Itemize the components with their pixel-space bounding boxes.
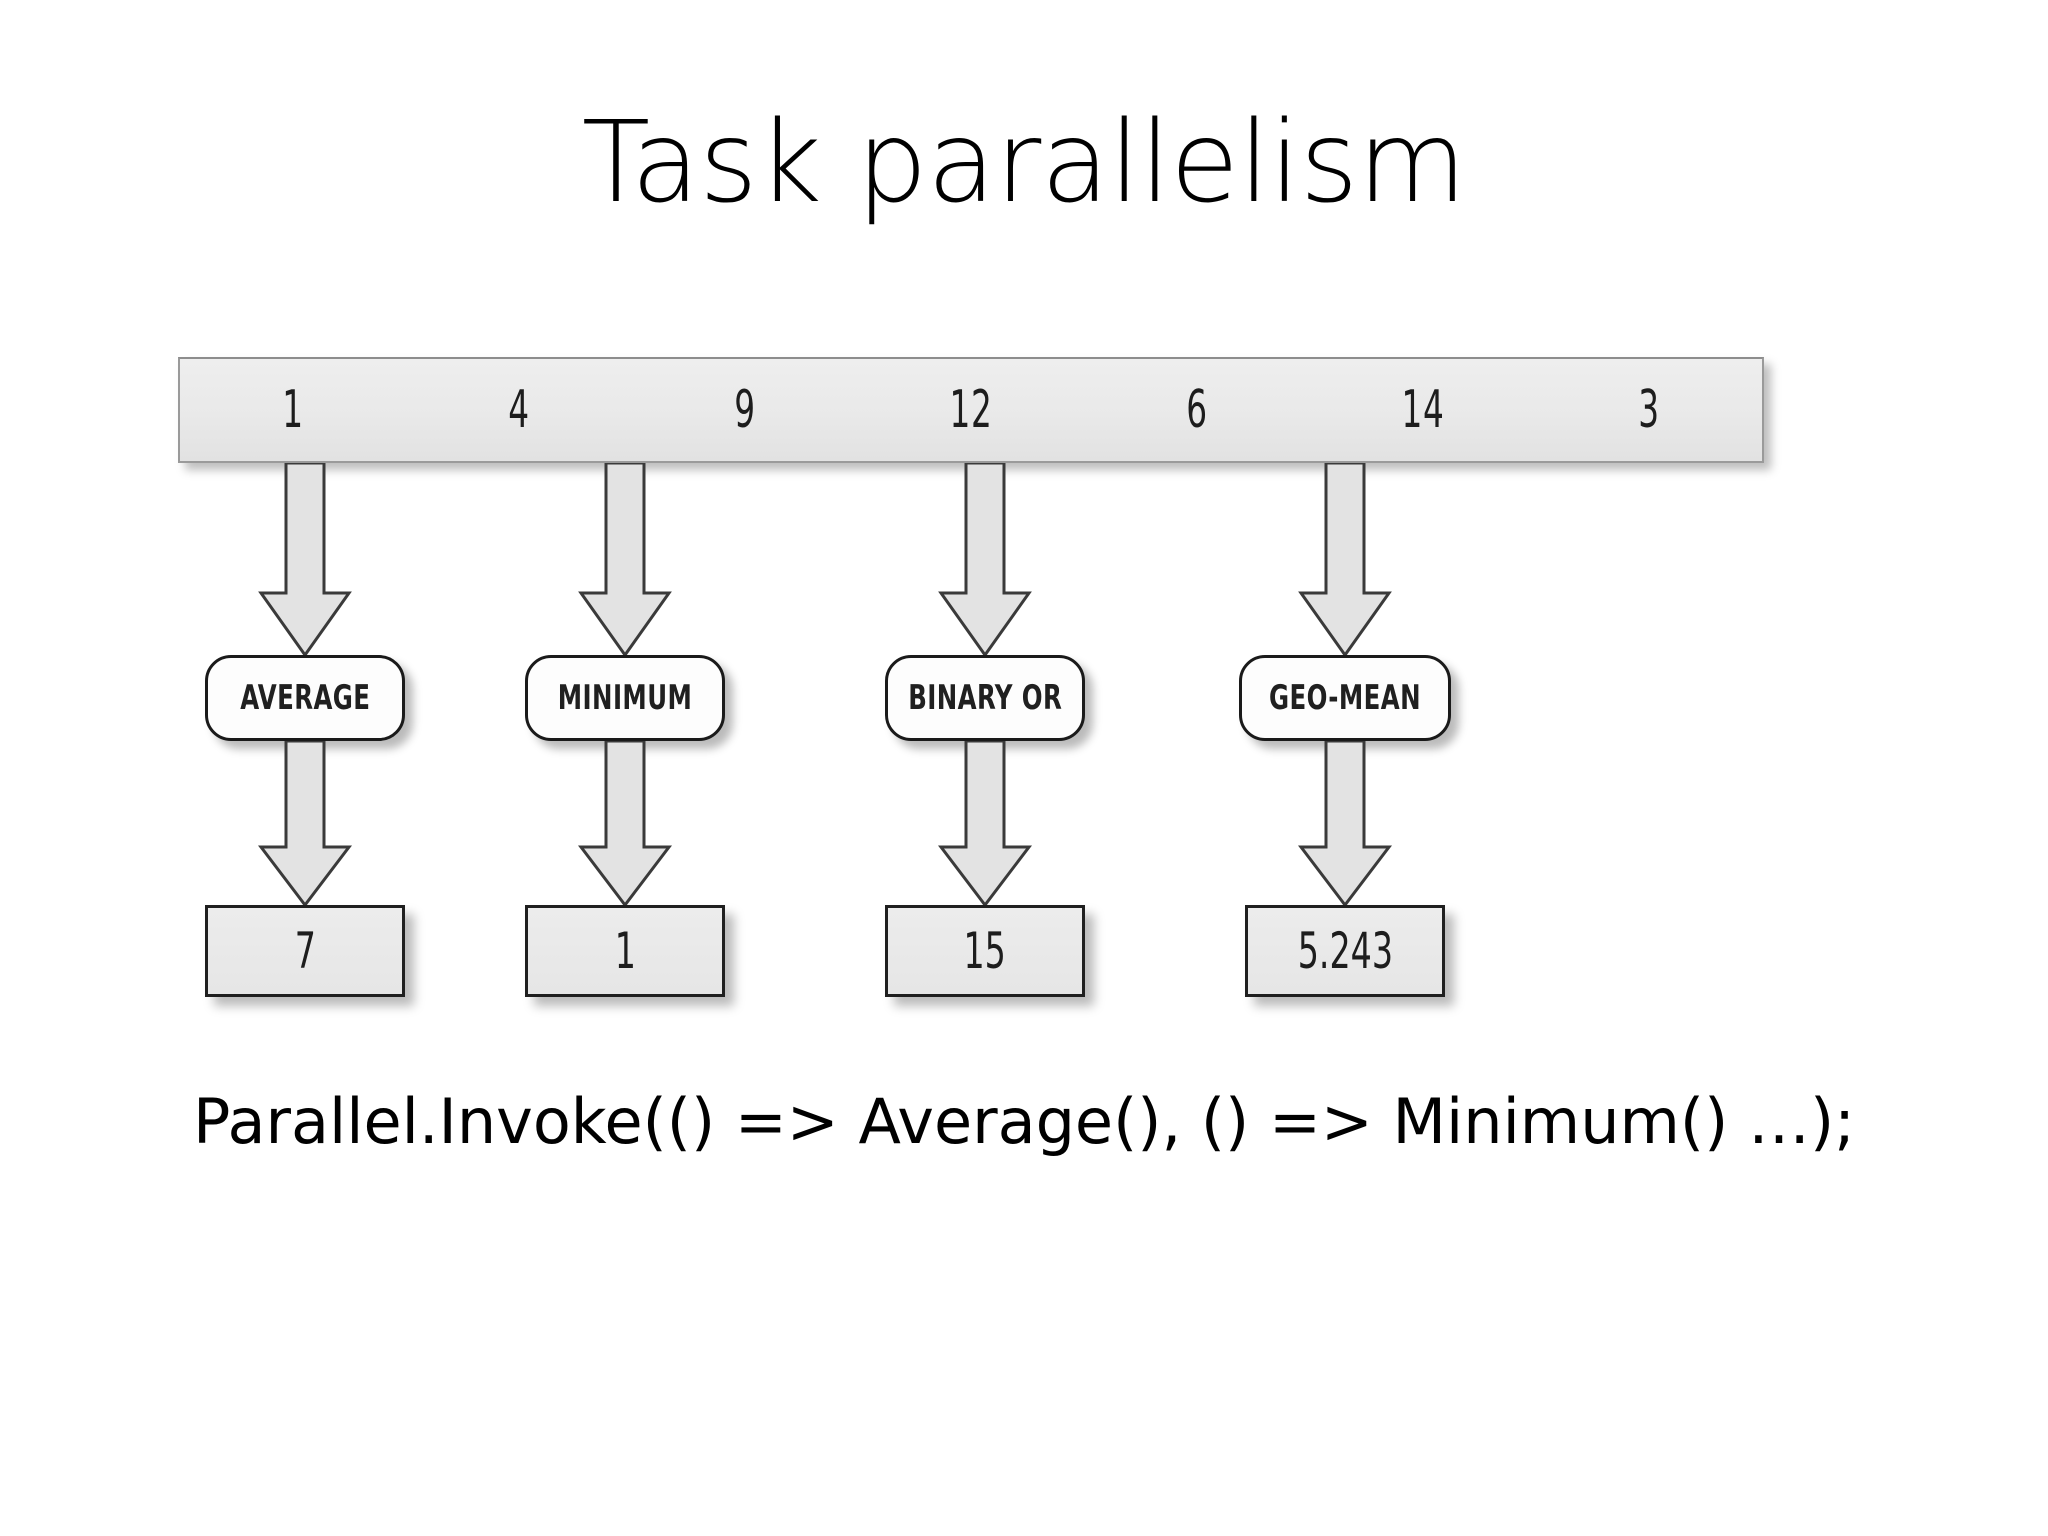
task-column: BINARY OR 15 (860, 463, 1110, 1003)
result-value: 15 (963, 922, 1007, 980)
operation-pill-geo-mean[interactable]: GEO-MEAN (1239, 655, 1451, 741)
down-arrow-icon (937, 741, 1033, 911)
operation-label: GEO-MEAN (1269, 678, 1421, 718)
task-column: MINIMUM 1 (500, 463, 750, 1003)
down-arrow-icon (257, 741, 353, 911)
task-column: GEO-MEAN 5.243 (1220, 463, 1470, 1003)
down-arrow-icon (937, 463, 1033, 661)
result-box-binary-or: 15 (885, 905, 1085, 997)
operation-pill-binary-or[interactable]: BINARY OR (885, 655, 1085, 741)
result-value: 1 (614, 922, 636, 980)
input-data-bar: 1 4 9 12 6 14 3 (178, 357, 1764, 463)
result-box-geo-mean: 5.243 (1245, 905, 1445, 997)
result-value: 7 (294, 922, 316, 980)
operation-label: MINIMUM (557, 678, 693, 718)
input-value: 12 (949, 380, 993, 440)
result-box-average: 7 (205, 905, 405, 997)
code-caption: Parallel.Invoke(() => Average(), () => M… (192, 1085, 1856, 1158)
input-value: 6 (1186, 380, 1208, 440)
down-arrow-icon (1297, 463, 1393, 661)
result-value: 5.243 (1297, 922, 1393, 980)
input-data-cells: 1 4 9 12 6 14 3 (180, 359, 1762, 461)
operation-pill-minimum[interactable]: MINIMUM (525, 655, 725, 741)
down-arrow-icon (577, 463, 673, 661)
down-arrow-icon (1297, 741, 1393, 911)
operation-label: BINARY OR (908, 678, 1062, 718)
task-parallelism-diagram: 1 4 9 12 6 14 3 AVERAGE 7 (170, 335, 1790, 1005)
result-box-minimum: 1 (525, 905, 725, 997)
input-value: 9 (734, 380, 756, 440)
down-arrow-icon (577, 741, 673, 911)
input-value: 4 (508, 380, 530, 440)
operation-label: AVERAGE (239, 678, 371, 718)
input-value: 3 (1638, 380, 1660, 440)
down-arrow-icon (257, 463, 353, 661)
input-value: 14 (1401, 380, 1445, 440)
task-column: AVERAGE 7 (180, 463, 430, 1003)
operation-pill-average[interactable]: AVERAGE (205, 655, 405, 741)
input-value: 1 (282, 380, 304, 440)
page-title: Task parallelism (581, 98, 1467, 228)
